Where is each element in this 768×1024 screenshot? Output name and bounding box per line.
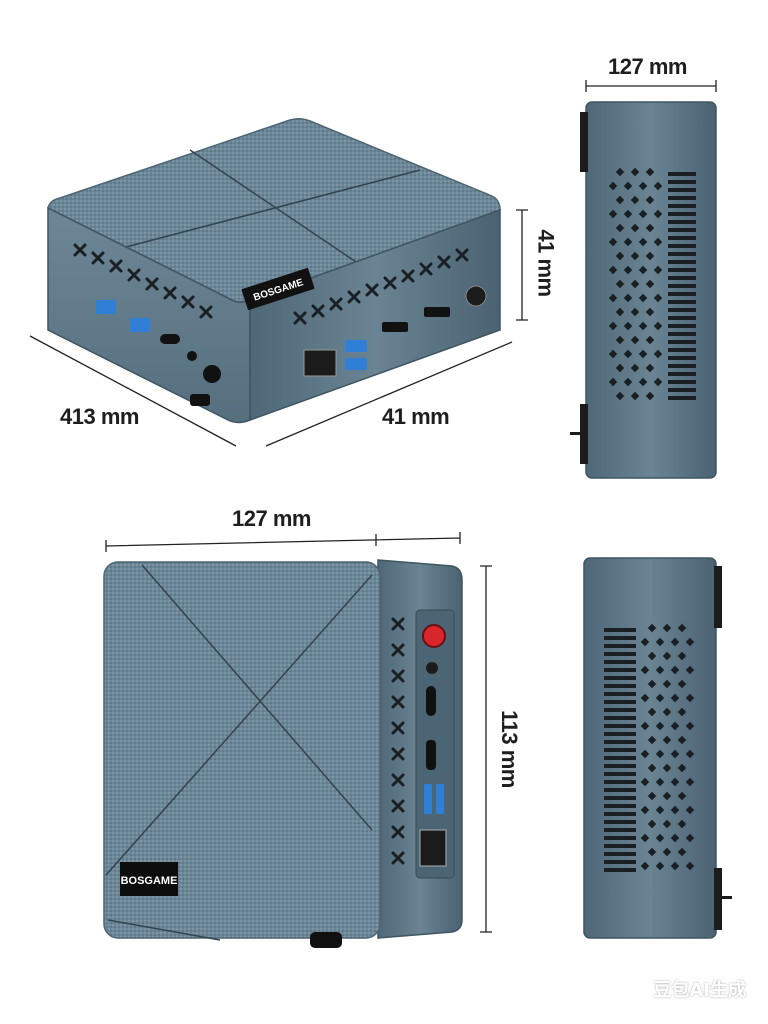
iso-dc-jack — [203, 365, 221, 383]
iso-lan-port — [303, 349, 337, 377]
front-audio-jack — [426, 662, 438, 674]
watermark-text: 豆包AI生成 — [653, 980, 746, 1001]
iso-hdmi-port — [424, 307, 450, 317]
side-top-width-dim-line — [585, 80, 717, 92]
side-bottom-edge — [714, 868, 722, 930]
front-brand-badge — [120, 862, 178, 896]
iso-usb-port — [345, 358, 367, 370]
front-usb-port — [436, 784, 444, 814]
power-button — [422, 624, 446, 648]
side-bottom-body — [583, 557, 717, 939]
front-usb-port — [424, 784, 432, 814]
front-height-dim-line — [480, 565, 492, 933]
side-top-foot — [570, 432, 584, 435]
iso-depth-label: 41 mm — [382, 404, 450, 429]
iso-width-dim-line — [29, 335, 237, 447]
iso-usb-port — [96, 300, 116, 314]
side-top-vents-slots — [668, 172, 696, 400]
side-top-width-label: 127 mm — [608, 54, 687, 79]
side-top-edge — [580, 112, 588, 172]
iso-height-label: 41 mm — [533, 229, 559, 297]
iso-audio-jack — [187, 351, 197, 361]
side-view-bottom — [583, 557, 732, 939]
side-bottom-edge — [714, 566, 722, 628]
iso-usb-port — [345, 340, 367, 352]
front-brand-logo: BOSGAME — [121, 875, 178, 887]
side-bottom-vents-slots — [604, 628, 636, 872]
front-view — [103, 532, 492, 948]
iso-usbc-port — [160, 334, 180, 344]
front-width-label: 127 mm — [232, 506, 311, 531]
front-usbc-port — [426, 686, 436, 716]
iso-foot — [190, 394, 210, 406]
side-view-top — [570, 80, 717, 479]
front-face — [103, 561, 381, 939]
side-top-body — [585, 101, 717, 479]
side-bottom-foot — [720, 896, 732, 899]
iso-depth-dim-line — [265, 341, 513, 447]
iso-dc-port — [465, 285, 487, 307]
iso-usb-port — [130, 318, 150, 332]
front-foot — [310, 932, 342, 948]
iso-top-lines — [121, 149, 421, 269]
front-face-lines — [105, 564, 373, 941]
iso-width-label: 413 mm — [60, 404, 139, 429]
front-usbc-port — [426, 740, 436, 770]
front-width-dim-line — [105, 532, 461, 552]
front-lan-port — [419, 829, 447, 867]
isometric-view — [29, 117, 528, 447]
front-height-label: 113 mm — [496, 710, 522, 788]
iso-hdmi-port — [382, 322, 408, 332]
iso-brand-badge — [241, 267, 315, 311]
iso-height-dim-line — [516, 209, 528, 321]
